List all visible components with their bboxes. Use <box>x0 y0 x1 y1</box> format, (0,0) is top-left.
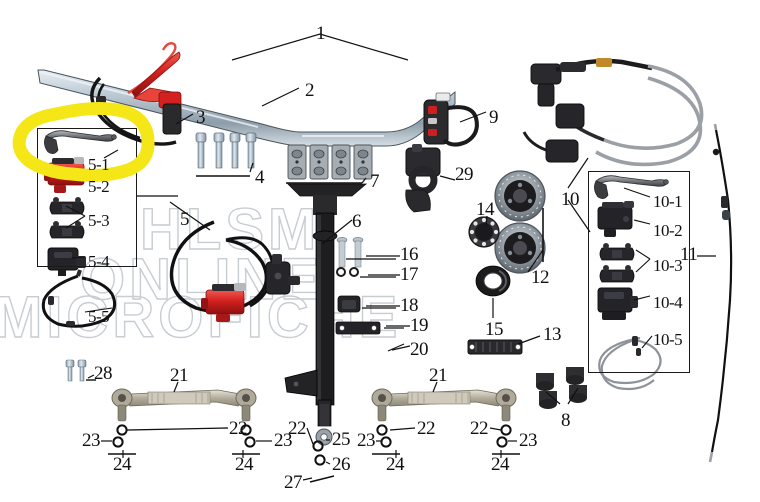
handlebar-clamps-artwork <box>286 144 373 184</box>
rubber-dampers-artwork <box>536 367 587 409</box>
callout-8: 8 <box>561 410 571 431</box>
callout-28: 28 <box>94 363 113 384</box>
callout-10-2: 10-2 <box>653 221 683 240</box>
callout-10-1: 10-1 <box>653 192 683 211</box>
callout-21-left: 21 <box>170 365 189 386</box>
oil-seal-artwork <box>475 265 511 297</box>
callout-22-r3: 22 <box>470 418 489 439</box>
callout-10-5: 10-5 <box>653 330 683 349</box>
callout-23-l3: 23 <box>274 430 293 451</box>
callout-21-right: 21 <box>429 365 448 386</box>
callout-10-3: 10-3 <box>653 256 683 275</box>
callout-3: 3 <box>196 107 206 128</box>
leader-lines <box>65 33 716 481</box>
callout-14: 14 <box>476 199 495 220</box>
callout-18: 18 <box>400 295 419 316</box>
handlebar-switch-artwork <box>423 92 479 147</box>
callout-10-4: 10-4 <box>653 293 683 312</box>
callout-13: 13 <box>543 324 562 345</box>
tie-rod-left-artwork <box>108 388 260 455</box>
callout-4: 4 <box>255 167 265 188</box>
wheel-bearing-artwork <box>468 216 500 248</box>
right-brake-assembly-artwork <box>522 58 704 167</box>
callout-23-l2: 23 <box>82 430 101 451</box>
callout-9: 9 <box>489 107 499 128</box>
callout-10: 10 <box>561 189 580 210</box>
right-brake-group-panel <box>588 171 690 373</box>
callout-24-l2: 24 <box>235 454 254 475</box>
brake-discs-artwork <box>494 170 546 274</box>
callout-22-l1: 22 <box>229 418 248 439</box>
callout-22-stem1: 22 <box>288 418 307 439</box>
callout-6: 6 <box>352 211 362 232</box>
stem-hardware-artwork <box>309 440 335 483</box>
callout-5-5: 5-5 <box>88 307 110 326</box>
throttle-housing-artwork <box>405 144 441 213</box>
callout-16: 16 <box>400 244 419 265</box>
callout-5: 5 <box>180 209 190 230</box>
mount-bolts-artwork <box>65 359 96 382</box>
callout-22-r1: 22 <box>417 418 436 439</box>
callout-11: 11 <box>680 244 698 265</box>
callout-1: 1 <box>316 23 326 44</box>
callout-5-3: 5-3 <box>88 211 110 230</box>
brake-hose-assembly-artwork <box>169 220 300 322</box>
callout-19: 19 <box>410 315 429 336</box>
steering-stem-artwork <box>284 183 368 446</box>
left-brake-group-panel <box>37 128 137 267</box>
callout-15: 15 <box>485 319 504 340</box>
handlebar-bolts-artwork <box>195 132 257 177</box>
throttle-cable-artwork <box>708 123 733 463</box>
callout-17: 17 <box>400 264 419 285</box>
callout-23-r4: 23 <box>519 430 538 451</box>
callout-27: 27 <box>284 472 303 493</box>
callout-25: 25 <box>332 429 351 450</box>
callout-29: 29 <box>455 164 474 185</box>
callout-24-l1: 24 <box>113 454 132 475</box>
callout-23-r2: 23 <box>357 430 376 451</box>
callout-5-4: 5-4 <box>88 252 110 271</box>
callout-26: 26 <box>332 454 351 475</box>
callout-2: 2 <box>305 80 315 101</box>
center-small-parts-artwork <box>335 237 405 352</box>
callout-24-r2: 24 <box>491 454 510 475</box>
callout-20: 20 <box>410 339 429 360</box>
callout-7: 7 <box>370 171 380 192</box>
tie-rod-right-artwork <box>371 388 520 455</box>
bracket-plate-artwork <box>467 339 523 355</box>
callout-5-2: 5-2 <box>88 177 110 196</box>
callout-24-r1: 24 <box>386 454 405 475</box>
callout-12: 12 <box>531 267 550 288</box>
callout-5-1: 5-1 <box>88 155 110 174</box>
